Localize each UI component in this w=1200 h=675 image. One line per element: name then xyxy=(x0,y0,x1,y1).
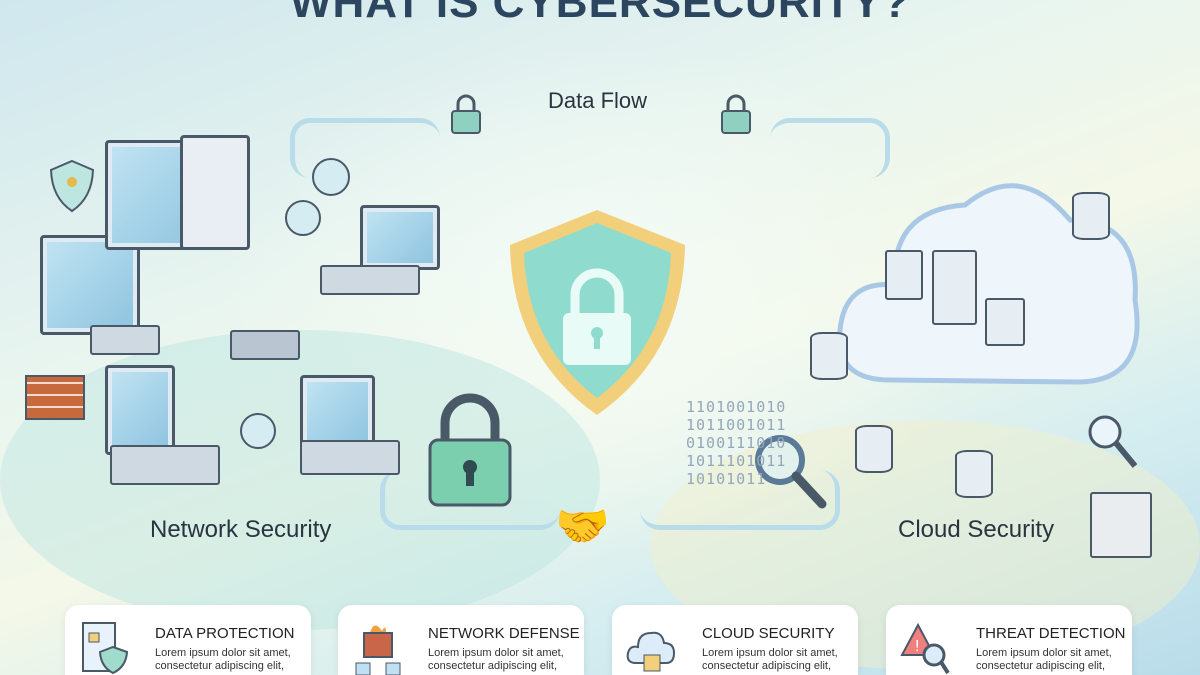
flow-arrow xyxy=(640,470,840,530)
padlock-icon xyxy=(428,393,512,507)
server-icon xyxy=(985,298,1025,346)
lock-icon xyxy=(721,94,751,134)
server-icon xyxy=(885,250,923,300)
safe-icon xyxy=(1090,492,1152,558)
cloud-lock-icon xyxy=(626,631,676,672)
card-text: Lorem ipsum dolor sit amet, consectetur … xyxy=(155,647,291,672)
page-title: WHAT IS CYBERSECURITY? xyxy=(289,0,911,27)
database-icon xyxy=(1072,192,1110,240)
shield-lock-icon xyxy=(49,159,95,213)
firewall-icon xyxy=(355,625,401,675)
cloud-icon xyxy=(837,183,1140,385)
binary-line: 1101001010 xyxy=(686,398,787,416)
laptop-keyboard xyxy=(110,445,220,485)
svg-text:!: ! xyxy=(915,638,919,655)
laptop-keyboard xyxy=(300,440,400,475)
database-icon xyxy=(955,450,993,498)
laptop xyxy=(360,205,440,270)
user-avatar-icon xyxy=(285,200,321,236)
binary-data: 1101001010 1011001011 0100111010 1011101… xyxy=(686,398,786,488)
card-title: CLOUD SECURITY xyxy=(702,625,835,642)
info-card-network-defense: NETWORK DEFENSE Lorem ipsum dolor sit am… xyxy=(338,605,584,675)
binary-line: 1011101011 xyxy=(686,452,787,470)
card-text: Lorem ipsum dolor sit amet, consectetur … xyxy=(976,647,1112,672)
binary-line: 10101011 xyxy=(686,470,767,488)
laptop xyxy=(300,375,375,450)
handshake-icon: 🤝 xyxy=(555,502,610,551)
laptop-keyboard xyxy=(320,265,420,295)
database-icon xyxy=(810,332,848,380)
flow-arrow xyxy=(770,118,890,178)
user-avatar-icon xyxy=(240,413,276,449)
info-card-threat-detection: ! THREAT DETECTION Lorem ipsum dolor sit… xyxy=(886,605,1132,675)
magnifier-icon xyxy=(755,435,827,509)
shield-icon xyxy=(510,210,685,415)
card-title: THREAT DETECTION xyxy=(976,625,1126,642)
flow-arrow xyxy=(290,118,440,178)
warning-magnifier-icon: ! xyxy=(900,622,950,675)
card-title: DATA PROTECTION xyxy=(155,625,295,642)
flow-arrow xyxy=(380,470,560,530)
card-text: Lorem ipsum dolor sit amet, consectetur … xyxy=(428,647,564,672)
binary-line: 1011001011 xyxy=(686,416,787,434)
pc-tower xyxy=(180,135,250,250)
info-card-data-protection: DATA PROTECTION Lorem ipsum dolor sit am… xyxy=(65,605,311,675)
firewall-icon xyxy=(25,375,85,420)
laptop xyxy=(105,365,175,455)
router-icon xyxy=(230,330,300,360)
document-shield-icon xyxy=(82,622,129,675)
lock-icon xyxy=(451,94,481,134)
user-avatar-icon xyxy=(312,158,350,196)
desktop-monitor xyxy=(40,235,140,335)
server-icon xyxy=(932,250,977,325)
binary-line: 0100111010 xyxy=(686,434,787,452)
info-card-cloud-security: CLOUD SECURITY Lorem ipsum dolor sit ame… xyxy=(612,605,858,675)
data-flow-label: Data Flow xyxy=(548,88,648,113)
database-icon xyxy=(855,425,893,473)
keyboard xyxy=(90,325,160,355)
network-security-label: Network Security xyxy=(150,516,332,543)
magnifier-icon xyxy=(1088,415,1138,468)
card-title: NETWORK DEFENSE xyxy=(428,625,580,642)
cloud-security-label: Cloud Security xyxy=(898,516,1055,543)
card-text: Lorem ipsum dolor sit amet, consectetur … xyxy=(702,647,838,672)
